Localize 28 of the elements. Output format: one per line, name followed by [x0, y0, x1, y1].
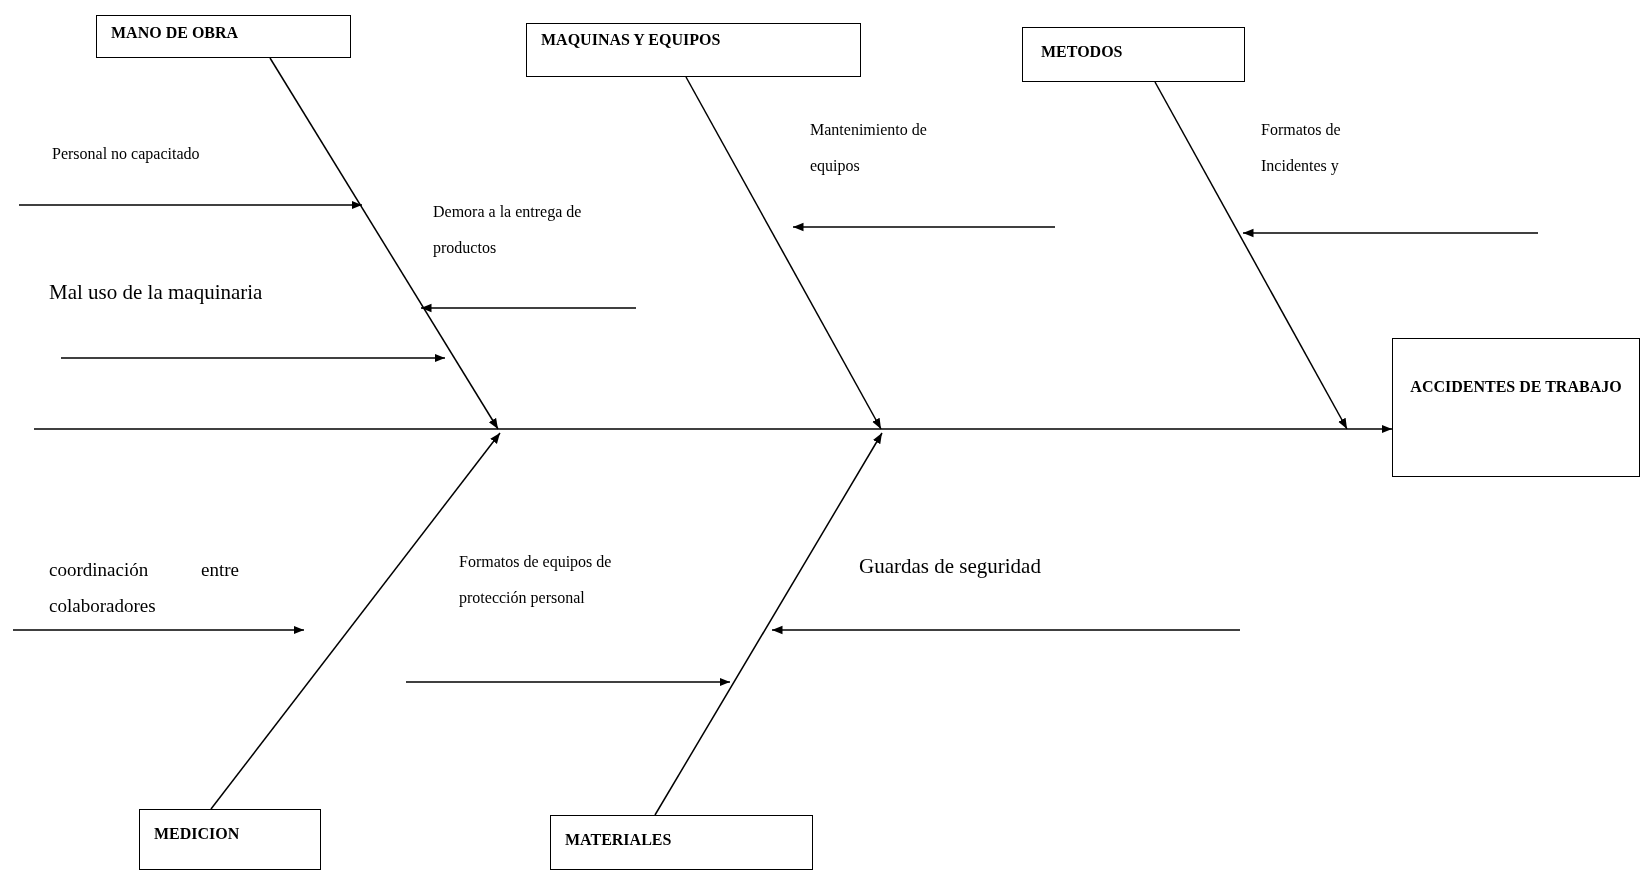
category-box: MATERIALES	[550, 815, 813, 870]
cause-label: Formatos de equipos de protección personal	[406, 544, 659, 682]
arrow	[1242, 228, 1539, 238]
cause-label: Demora a la entrega de productos	[421, 194, 600, 308]
category-box: MAQUINAS Y EQUIPOS	[526, 23, 861, 77]
arrow	[771, 625, 1241, 635]
arrow	[210, 432, 501, 810]
cause-label: Mantenimiento de equipos	[793, 112, 990, 227]
arrow	[654, 432, 883, 816]
category-box: MANO DE OBRA	[96, 15, 351, 58]
arrow	[18, 200, 363, 210]
arrow	[12, 625, 305, 635]
category-box: MEDICION	[139, 809, 321, 870]
cause-label: coordinación entre colaboradores	[13, 552, 239, 630]
arrow	[60, 353, 446, 363]
category-box: METODOS	[1022, 27, 1245, 82]
cause-label: Personal no capacitado	[19, 136, 280, 205]
arrow	[269, 57, 499, 430]
effect-box: ACCIDENTES DE TRABAJO	[1392, 338, 1640, 477]
cause-label: Mal uso de la maquinaria	[49, 274, 320, 358]
cause-label: Guardas de seguridad	[772, 548, 1060, 630]
arrow	[405, 677, 731, 687]
arrow	[685, 76, 882, 430]
spine-arrow	[33, 424, 1393, 434]
arrow	[792, 222, 1056, 232]
arrow	[420, 303, 637, 313]
cause-label: Formatos de Incidentes y	[1243, 112, 1400, 233]
arrow	[1154, 81, 1348, 430]
